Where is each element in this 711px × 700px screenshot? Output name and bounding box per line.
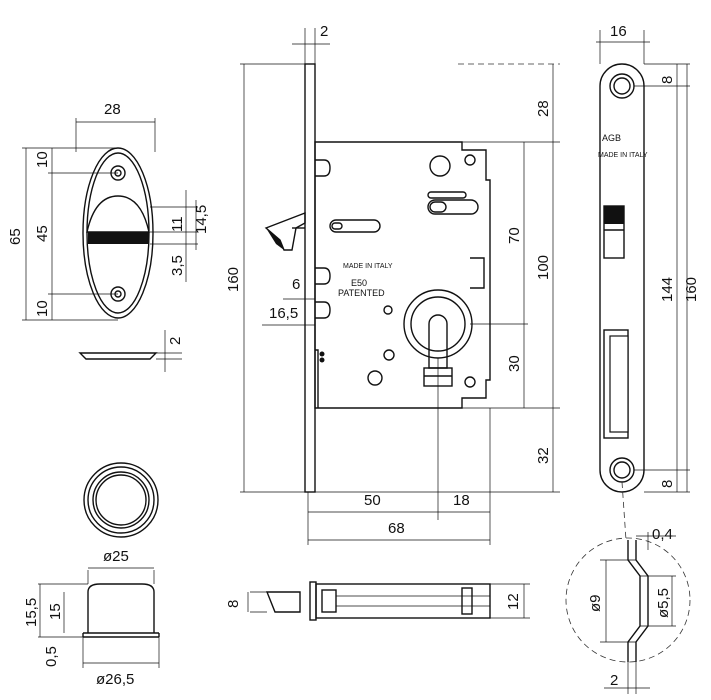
detail-circle <box>565 537 691 663</box>
dim-plate-thickness: 2 <box>320 23 328 40</box>
detail-section-profile <box>627 540 641 662</box>
dim-span-100: 100 <box>535 255 552 280</box>
dim-strike-width: 16 <box>610 23 627 40</box>
dim-backset-50: 50 <box>364 492 381 509</box>
knob-inner-circle <box>95 474 147 526</box>
lock-top-view: 8 12 <box>225 581 530 621</box>
strike-plate-outline <box>599 63 645 493</box>
dim-bottom-32: 32 <box>535 447 552 464</box>
dim-rose-mid: 45 <box>34 225 51 242</box>
rose-view: 28 65 10 45 10 11 14,5 3,5 2 <box>7 101 210 372</box>
cylinder-hole <box>403 289 473 359</box>
dim-rose-slot-3-5: 3,5 <box>169 255 186 276</box>
dim-knob-15-5: 15,5 <box>23 598 40 627</box>
marking-model: E50 <box>351 278 367 288</box>
dim-latch-6: 6 <box>292 276 300 293</box>
dim-strike-144: 144 <box>659 277 676 302</box>
dim-detail-dia9: ø9 <box>587 594 604 612</box>
dim-knob-15: 15 <box>47 603 64 620</box>
knob-view: ø25 15,5 15 0,5 ø26,5 <box>23 462 160 688</box>
latch-hook <box>264 211 306 251</box>
dim-rose-thickness: 2 <box>167 337 184 345</box>
dim-rose-slot-14-5: 14,5 <box>193 205 210 234</box>
dim-rose-top: 10 <box>34 151 51 168</box>
strike-logo: AGB <box>602 133 621 143</box>
dim-latch-16-5: 16,5 <box>269 305 298 322</box>
dim-knob-diameter: ø25 <box>103 548 129 565</box>
knob-outer-circle <box>83 462 159 538</box>
lock-top-case <box>315 583 491 619</box>
dim-rose-height: 65 <box>7 228 24 245</box>
slot-2 <box>427 199 479 215</box>
lock-case <box>314 141 491 409</box>
dim-rose-bottom: 10 <box>34 300 51 317</box>
knob-side-profile <box>87 583 155 633</box>
dim-strike-bottom-8: 8 <box>659 480 676 488</box>
dim-detail-0-4: 0,4 <box>652 526 673 543</box>
dim-lock-height: 160 <box>225 267 242 292</box>
rose-turn-slot <box>86 195 150 233</box>
slot-1 <box>329 219 381 233</box>
dim-strike-top-8: 8 <box>659 76 676 84</box>
marking-patented: PATENTED <box>338 288 385 298</box>
strike-made-in-italy: MADE IN ITALY <box>598 152 648 159</box>
dim-detail-2: 2 <box>610 672 618 689</box>
latch-tongue <box>265 591 301 613</box>
dim-strike-160: 160 <box>683 277 700 302</box>
marking-made-in-italy: MADE IN ITALY <box>343 263 393 270</box>
dim-case-18: 18 <box>453 492 470 509</box>
dim-detail-dia5-5: ø5,5 <box>655 588 672 618</box>
detail-view: 0,4 ø9 ø5,5 2 <box>565 526 691 694</box>
dim-case-68: 68 <box>388 520 405 537</box>
dim-knob-0-5: 0,5 <box>43 646 60 667</box>
dim-rose-slot-11: 11 <box>169 216 186 232</box>
dim-span-30: 30 <box>506 355 523 372</box>
dim-span-70: 70 <box>506 227 523 244</box>
dim-bolt-12: 12 <box>505 593 522 610</box>
lock-body-view: 2 MADE IN ITA <box>225 23 560 545</box>
rose-side-profile <box>78 352 158 360</box>
dim-bolt-8: 8 <box>225 600 242 608</box>
case-hole-top <box>429 155 451 177</box>
dim-top-28: 28 <box>535 100 552 117</box>
forend-plate <box>304 63 316 493</box>
strike-plate-view: AGB MADE IN ITALY 16 8 144 160 8 <box>596 23 700 541</box>
dim-knob-base-diameter: ø26,5 <box>96 671 134 688</box>
dim-rose-width: 28 <box>104 101 121 118</box>
